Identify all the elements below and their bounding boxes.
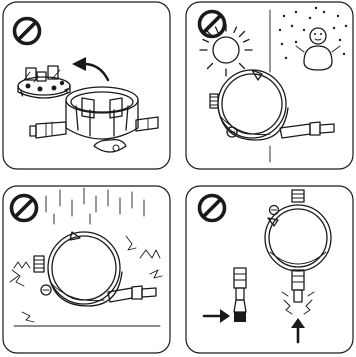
panel-2 [186, 2, 353, 169]
panel-3 [3, 186, 170, 353]
panel-1 [3, 2, 170, 169]
panel-4 [186, 186, 353, 353]
panel-3-frame [3, 186, 170, 353]
